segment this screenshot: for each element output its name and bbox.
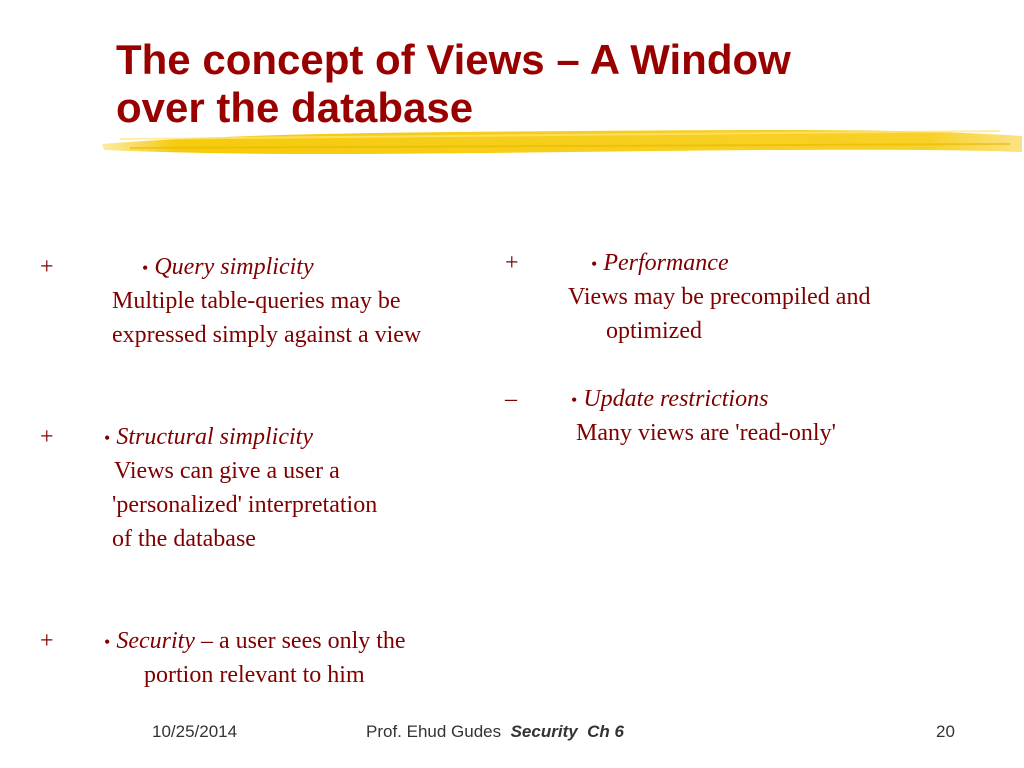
slide-title: The concept of Views – A Window over the… (116, 36, 996, 132)
title-highlight-stroke (102, 130, 1022, 154)
item-heading: Query simplicity (154, 254, 314, 280)
bullet-icon: • (104, 632, 111, 652)
footer-date: 10/25/2014 (152, 722, 238, 741)
title-line-1: The concept of Views – A Window (116, 36, 791, 83)
item-line: expressed simply against a view (112, 322, 422, 348)
item-line: Views can give a user a (114, 458, 340, 484)
bullet-icon: • (571, 390, 578, 410)
item-line: Many views are 'read-only' (576, 420, 836, 446)
item-line: optimized (606, 318, 702, 344)
item-heading-row: • Update restrictions (571, 382, 768, 417)
item-heading: Update restrictions (583, 386, 769, 412)
minus-marker: – (505, 386, 517, 412)
item-line: Views may be precompiled and (568, 284, 871, 310)
footer-credit: Prof. Ehud Gudes Security Ch 6 (366, 722, 624, 742)
footer-author: Prof. Ehud Gudes (366, 722, 502, 741)
item-line: 'personalized' interpretation (112, 492, 378, 518)
item-heading-row: • Query simplicity (142, 250, 314, 285)
item-heading-row: • Performance (591, 246, 729, 281)
item-line: of the database (112, 526, 256, 552)
item-heading: Security (116, 628, 195, 654)
footer-page-number: 20 (936, 722, 955, 741)
footer-chapter: Security Ch 6 (510, 722, 624, 741)
bullet-icon: • (104, 428, 111, 448)
item-heading-row: • Security – a user sees only the (104, 624, 406, 659)
plus-marker: + (40, 254, 54, 280)
item-heading-row: • Structural simplicity (104, 420, 313, 455)
item-line: Multiple table-queries may be (112, 288, 401, 314)
item-heading: Performance (603, 250, 729, 276)
item-heading: Structural simplicity (116, 424, 313, 450)
bullet-icon: • (142, 258, 149, 278)
item-heading-rest: – a user sees only the (194, 628, 406, 654)
item-line: portion relevant to him (144, 662, 365, 688)
bullet-icon: • (591, 254, 598, 274)
plus-marker: + (505, 250, 519, 276)
plus-marker: + (40, 424, 54, 450)
plus-marker: + (40, 628, 54, 654)
title-line-2: over the database (116, 84, 474, 131)
